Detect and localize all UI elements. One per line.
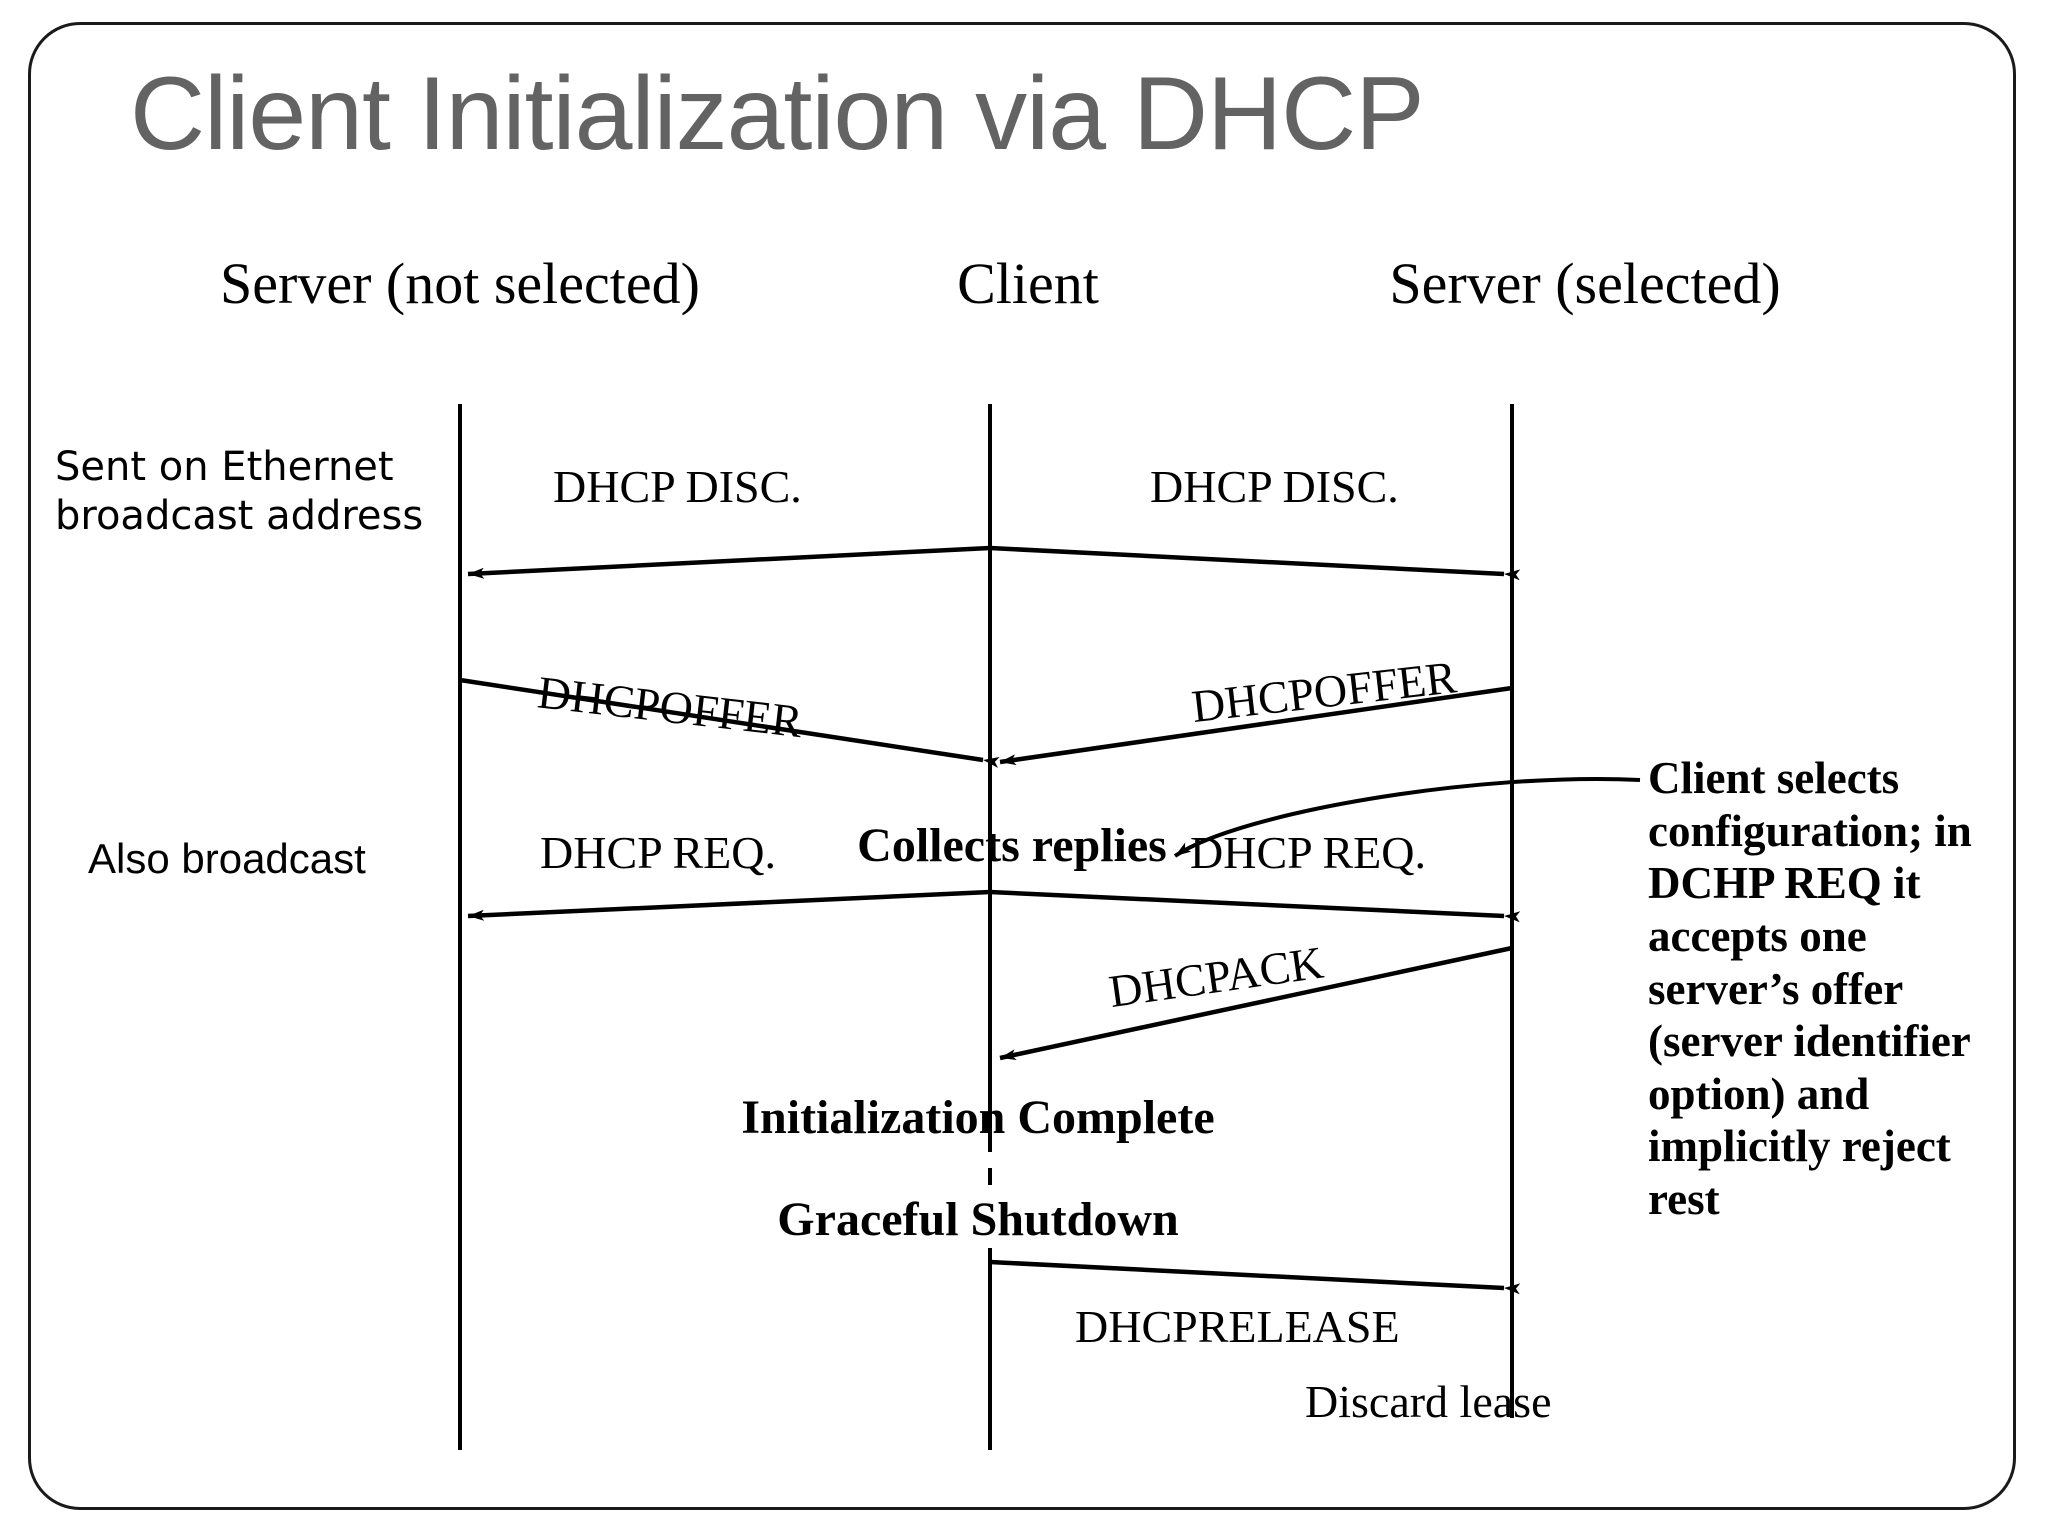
arrow-dhcp-req-right [989,889,1521,923]
message-label-dhcp-disc-left: DHCP DISC. [553,461,802,512]
lifeline-header-server-not-selected: Server (not selected) [220,251,700,316]
message-label-dhcp-disc-right: DHCP DISC. [1150,461,1399,512]
note-also-broadcast: Also broadcast [88,835,366,882]
arrow-dhcp-req-left [467,889,991,921]
arrow-dhcpoffer-left [459,677,1000,768]
arrow-dhcp-disc-right [989,545,1521,581]
note-sent-on-ethernet-broadcast: Sent on Ethernet broadcast address [55,444,424,539]
state-label-initialization-complete: Initialization Complete [741,1091,1215,1144]
lifeline-header-server-selected: Server (selected) [1389,251,1781,316]
leader-line-client-selects [1173,776,1641,858]
state-label-graceful-shutdown: Graceful Shutdown [777,1193,1179,1246]
note-client-selects-configuration: Client selects configuration; in DCHP RE… [1648,753,1972,1225]
arrow-dhcpoffer-right [999,685,1513,766]
message-label-dhcp-req-right: DHCP REQ. [1190,827,1426,878]
lifeline-header-client: Client [957,251,1099,316]
page-title: Client Initialization via DHCP [130,56,1425,172]
arrow-dhcp-disc-left [467,545,991,579]
arrow-dhcprelease [989,1259,1521,1295]
message-label-dhcp-req-left: DHCP REQ. [540,827,776,878]
arrow-dhcpack [999,945,1513,1061]
state-label-collects-replies: Collects replies [857,819,1167,872]
message-label-dhcprelease: DHCPRELEASE [1075,1301,1400,1352]
